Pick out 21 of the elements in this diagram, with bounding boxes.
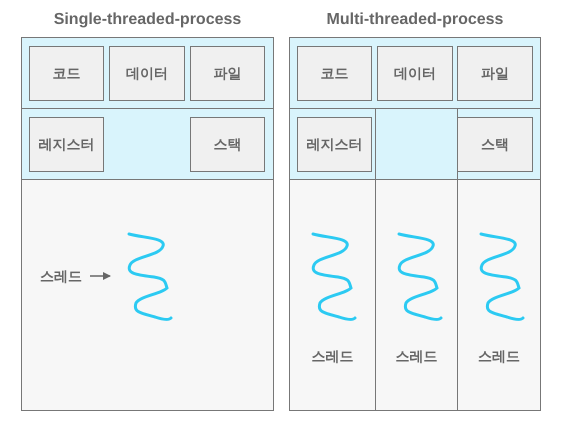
segment-box: 스택: [190, 117, 265, 172]
thread-label: 스레드: [394, 347, 438, 366]
memory-band: [22, 109, 273, 180]
segment-box: 코드: [29, 46, 104, 101]
segment-box: 파일: [190, 46, 265, 101]
thread-label: 스레드: [40, 266, 88, 286]
thread-label: 스레드: [310, 347, 354, 366]
arrow: [90, 272, 111, 280]
segment-box: 레지스터: [297, 117, 372, 172]
segment-box: 파일: [457, 46, 533, 101]
memory-band: [290, 109, 540, 180]
memory-band: [22, 38, 273, 109]
segment-box: 데이터: [377, 46, 453, 101]
panel-title: Multi-threaded-process: [326, 10, 504, 30]
thread-label: 스레드: [477, 347, 521, 366]
segment-box: 코드: [297, 46, 372, 101]
panel-title: Single-threaded-process: [52, 10, 242, 30]
segment-box: 스택: [457, 117, 533, 172]
segment-box: 레지스터: [29, 117, 104, 172]
memory-band: [290, 38, 540, 109]
segment-box: 데이터: [109, 46, 185, 101]
